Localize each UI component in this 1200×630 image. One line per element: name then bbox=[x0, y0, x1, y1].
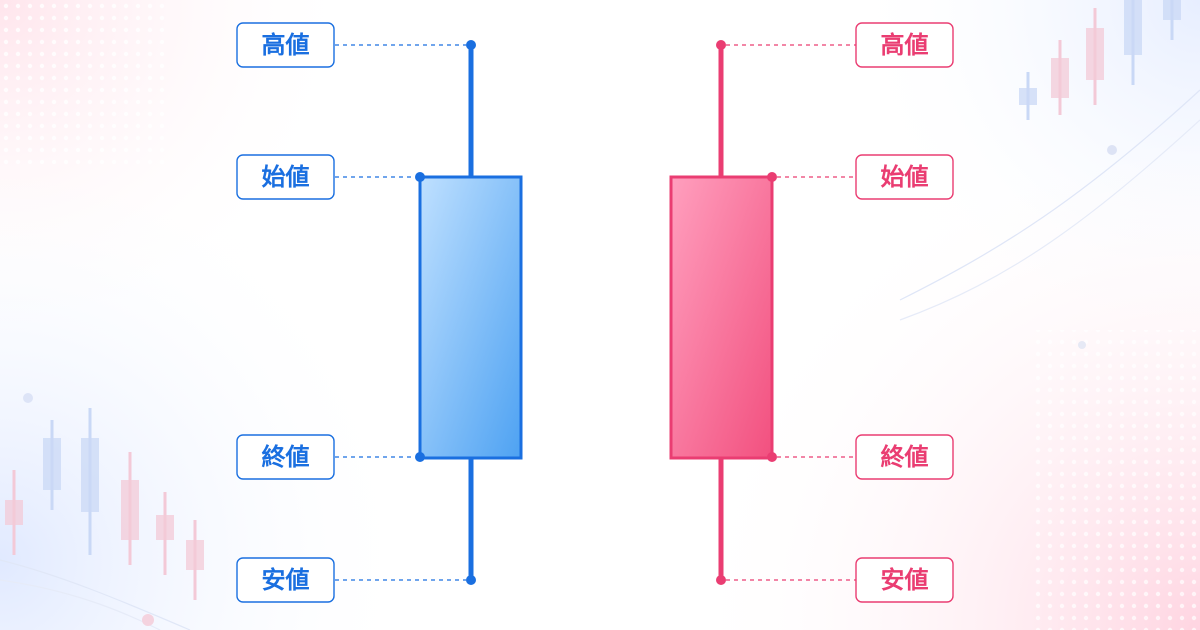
bullish-open-label: 始値 bbox=[236, 154, 335, 200]
bearish-annotations: 高値 始値 終値 安値 bbox=[716, 22, 954, 603]
decorative-candle-body bbox=[186, 540, 204, 570]
bullish-close-text: 終値 bbox=[262, 443, 310, 471]
bearish-candle-body bbox=[669, 175, 774, 460]
decorative-candle-body bbox=[156, 515, 174, 540]
bullish-high-label: 高値 bbox=[236, 22, 335, 68]
decorative-candles bbox=[5, 0, 1181, 600]
bullish-close-dot bbox=[415, 452, 425, 462]
bullish-high-dot bbox=[466, 40, 476, 50]
bearish-open-text: 始値 bbox=[881, 163, 929, 191]
bullish-open-dot bbox=[415, 172, 425, 182]
bullish-candle bbox=[418, 45, 523, 580]
bullish-close-label: 終値 bbox=[236, 434, 335, 480]
bearish-high-dot bbox=[716, 40, 726, 50]
decorative-candle-body bbox=[1163, 0, 1181, 20]
bearish-open-label: 始値 bbox=[855, 154, 954, 200]
bearish-low-text: 安値 bbox=[881, 566, 929, 594]
decorative-candle-body bbox=[43, 438, 61, 490]
bullish-open-text: 始値 bbox=[262, 163, 310, 191]
decorative-candle-body bbox=[1086, 28, 1104, 80]
bearish-open-dot bbox=[767, 172, 777, 182]
bullish-low-dot bbox=[466, 575, 476, 585]
decorative-candle-body bbox=[121, 480, 139, 540]
candles bbox=[418, 45, 774, 580]
bullish-candle-body bbox=[418, 175, 523, 460]
decorative-candle-body bbox=[1019, 88, 1037, 105]
bearish-close-dot bbox=[767, 452, 777, 462]
bearish-low-label: 安値 bbox=[855, 557, 954, 603]
bullish-low-text: 安値 bbox=[262, 566, 310, 594]
bearish-high-text: 高値 bbox=[881, 31, 929, 59]
bullish-annotations: 高値 始値 終値 安値 bbox=[236, 22, 476, 603]
decorative-candle-body bbox=[1124, 0, 1142, 55]
decorative-candle-body bbox=[5, 500, 23, 525]
bullish-high-text: 高値 bbox=[262, 31, 310, 59]
bearish-high-label: 高値 bbox=[855, 22, 954, 68]
bearish-close-text: 終値 bbox=[881, 443, 929, 471]
bearish-low-dot bbox=[716, 575, 726, 585]
bullish-low-label: 安値 bbox=[236, 557, 335, 603]
decorative-candle-body bbox=[81, 438, 99, 512]
decorative-candle-body bbox=[1051, 58, 1069, 98]
bearish-candle bbox=[669, 45, 774, 580]
bearish-close-label: 終値 bbox=[855, 434, 954, 480]
